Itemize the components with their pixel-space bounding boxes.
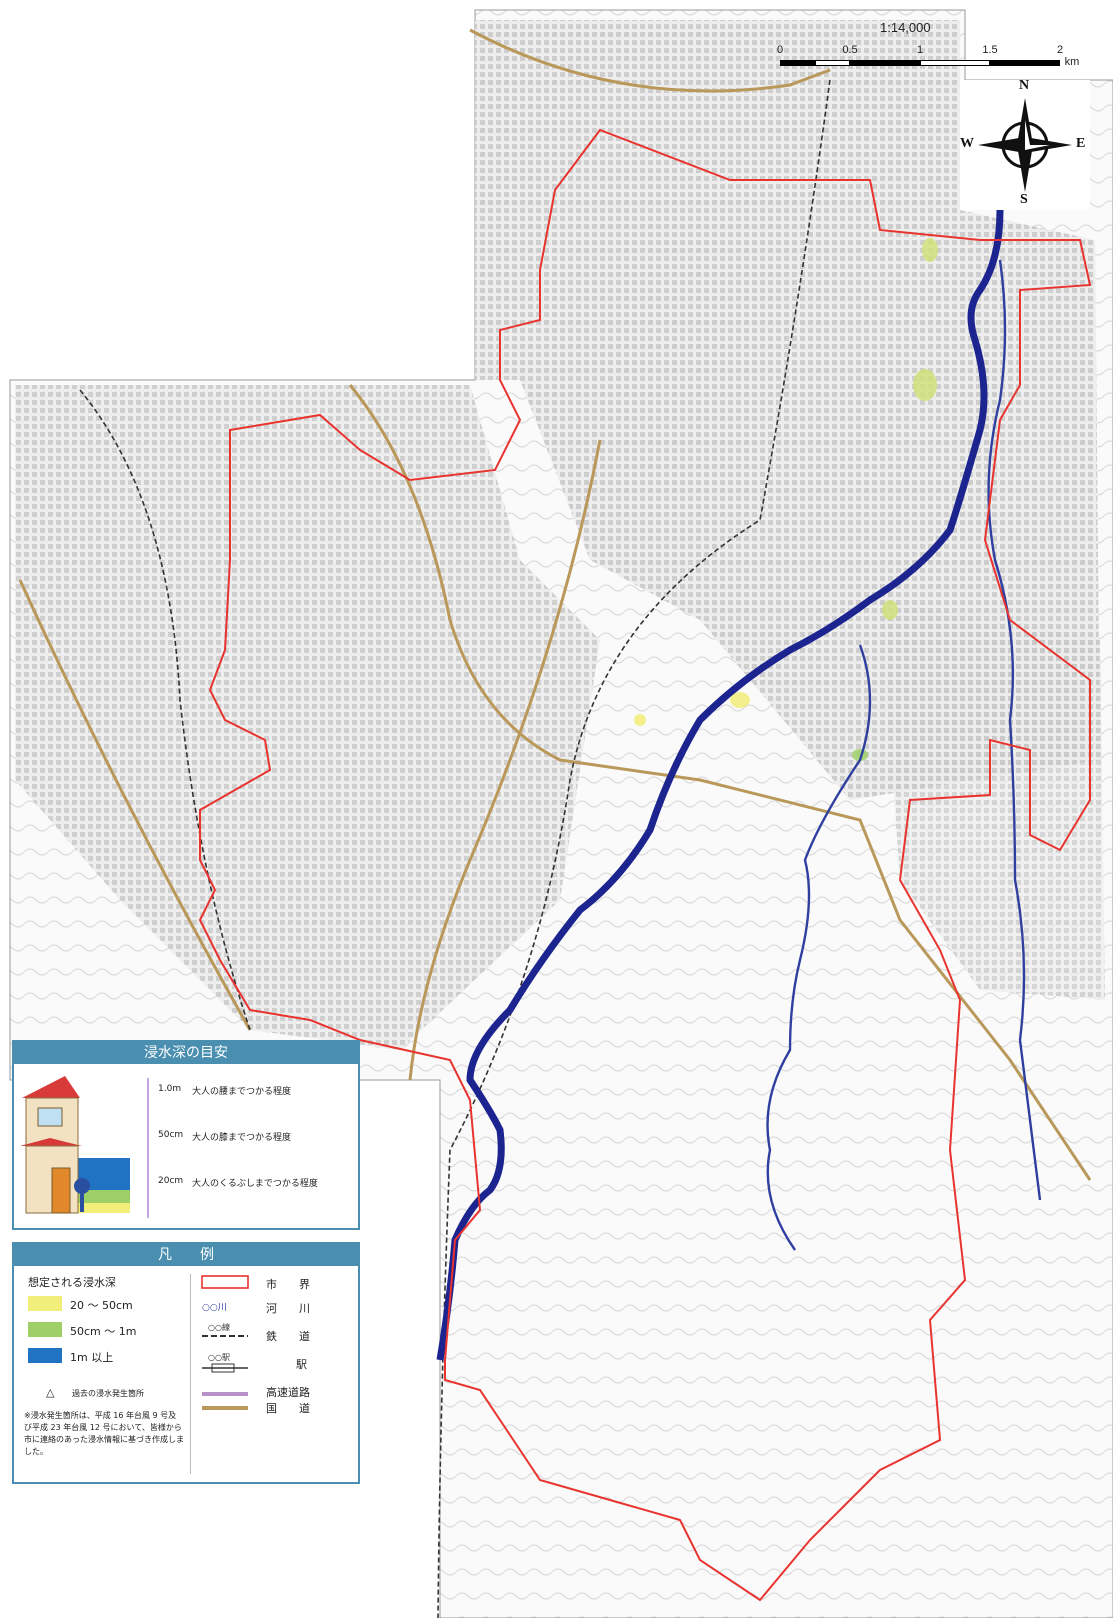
label-over-1m: 1m 以上 bbox=[70, 1351, 114, 1364]
urban-area-east bbox=[880, 600, 1105, 1000]
depth-heading: 想定される浸水深 bbox=[28, 1276, 116, 1289]
swatch-50cm-1m bbox=[28, 1322, 62, 1337]
depth-20cm-text: 大人のくるぶしまでつかる程度 bbox=[192, 1179, 318, 1189]
secondary-rivers bbox=[766, 259, 1042, 1251]
compass-north: N bbox=[1019, 78, 1030, 93]
map-legend: 凡 例 想定される浸水深 20 〜 50cm 50cm 〜 1m 1m 以上 △… bbox=[12, 1242, 360, 1484]
depth-guide-title: 浸水深の目安 bbox=[14, 1042, 358, 1064]
scale-bar: 1:14,000 0 0.5 1 1.5 2 km bbox=[776, 18, 1080, 78]
flood-note: ※浸水発生箇所は、平成 16 年台風 9 号及び平成 23 年台風 12 号にお… bbox=[24, 1411, 184, 1456]
scale-segment bbox=[815, 60, 850, 66]
scale-segment bbox=[850, 60, 920, 66]
label-expressway: 高速道路 bbox=[266, 1386, 310, 1399]
main-river bbox=[436, 209, 1004, 1361]
scale-segment bbox=[920, 60, 990, 66]
label-50cm-1m: 50cm 〜 1m bbox=[70, 1325, 137, 1338]
past-flood-label: 過去の浸水発生箇所 bbox=[72, 1389, 144, 1398]
depth-guide-panel: 浸水深の目安 1.0m 大人の腰までつかる程度 50cm 大人の膝までつかる程度… bbox=[12, 1040, 360, 1230]
flood-zones bbox=[634, 238, 938, 761]
label-river: 河 川 bbox=[266, 1302, 310, 1315]
city-boundary-symbol-icon bbox=[201, 1275, 249, 1289]
compass-south: S bbox=[1020, 192, 1028, 207]
compass-west: W bbox=[960, 136, 974, 151]
line-symbols: ○○川 ○○線 ○○駅 bbox=[201, 1275, 249, 1410]
swatch-over-1m bbox=[28, 1348, 62, 1363]
depth-50cm-mark: 50cm bbox=[158, 1130, 184, 1140]
north-arrow: N S E W bbox=[960, 78, 1090, 210]
label-city-boundary: 市 界 bbox=[266, 1278, 310, 1291]
scale-tick: 0.5 bbox=[842, 44, 858, 56]
compass-east: E bbox=[1076, 136, 1086, 151]
label-station: 駅 bbox=[296, 1358, 307, 1371]
scale-unit: km bbox=[1064, 56, 1080, 68]
depth-20cm-mark: 20cm bbox=[158, 1176, 184, 1186]
legend-title: 凡 例 bbox=[14, 1244, 358, 1266]
scale-ratio: 1:14,000 bbox=[880, 20, 931, 35]
depth-1m-text: 大人の腰までつかる程度 bbox=[192, 1087, 292, 1097]
urban-area-north bbox=[475, 20, 1100, 800]
national-roads bbox=[18, 28, 1092, 1181]
river-symbol-icon: ○○川 bbox=[202, 1303, 227, 1313]
scale-segment bbox=[780, 60, 815, 66]
label-national-road: 国 道 bbox=[266, 1402, 310, 1415]
depth-50cm-text: 大人の膝までつかる程度 bbox=[192, 1133, 292, 1143]
depth-1m-mark: 1.0m bbox=[158, 1084, 182, 1094]
station-symbol-icon: ○○駅 bbox=[208, 1353, 230, 1362]
scale-tick: 1.5 bbox=[982, 44, 998, 56]
urban-area-west bbox=[15, 385, 600, 1050]
swatch-20-50cm bbox=[28, 1296, 62, 1311]
scale-tick: 0 bbox=[776, 44, 784, 56]
compass-rose-icon bbox=[978, 98, 1072, 192]
legend-divider bbox=[190, 1274, 191, 1474]
city-boundary bbox=[198, 128, 1092, 1602]
scale-tick: 2 bbox=[1056, 44, 1064, 56]
past-flood-symbol: △ bbox=[46, 1386, 55, 1399]
house-illustration-icon bbox=[20, 1076, 149, 1218]
scale-tick: 1 bbox=[916, 44, 924, 56]
scale-segment bbox=[990, 60, 1060, 66]
label-railway: 鉄 道 bbox=[266, 1330, 310, 1343]
railways bbox=[79, 79, 831, 1618]
label-20-50cm: 20 〜 50cm bbox=[70, 1299, 133, 1312]
railway-symbol-icon: ○○線 bbox=[208, 1322, 230, 1332]
